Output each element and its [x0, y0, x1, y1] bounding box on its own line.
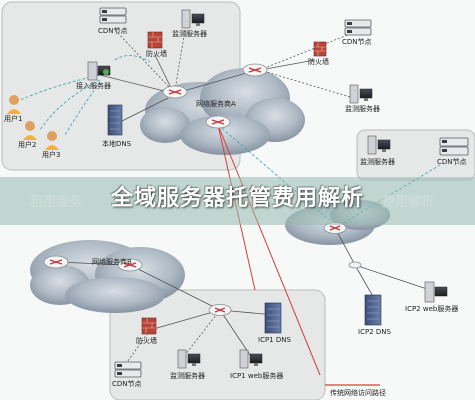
label-access-server: 接入服务器 [76, 82, 111, 90]
label-provider-b: 网络服务商B [92, 258, 132, 266]
router-icon [43, 255, 69, 269]
firewall-icon [147, 31, 163, 49]
label-monitor-bottom: 监测服务器 [170, 372, 205, 380]
dns-server-icon [264, 302, 282, 334]
web-server-icon [424, 281, 448, 303]
firewall-icon [313, 41, 327, 57]
label-cdn-top: CDN节点 [98, 27, 128, 35]
page-title: 全域服务器托管费用解析 [110, 186, 364, 211]
user-icon [23, 121, 37, 140]
router-icon [208, 304, 232, 316]
label-firewall-top: 防火墙 [146, 50, 167, 58]
legend-label: 传统网络访问路径 [330, 389, 386, 397]
label-icp2-dns: ICP2 DNS [358, 328, 391, 336]
label-monitor-right-mid: 监测服务器 [360, 158, 395, 166]
banner-ghost-text-right: 费用解析 [382, 195, 435, 210]
label-icp1-dns: ICP1 DNS [258, 336, 291, 344]
label-user3: 用户3 [42, 151, 61, 159]
cdn-node-icon [99, 7, 127, 24]
label-icp2-web: ICP2 web服务器 [405, 305, 459, 313]
label-user2: 用户2 [18, 141, 37, 149]
banner-ghost-text-left: 租用服务 [30, 195, 83, 210]
router-icon [348, 261, 362, 269]
label-icp1-web: ICP1 web服务器 [230, 372, 284, 380]
label-firewall-bottom: 防火墙 [136, 337, 157, 345]
label-firewall-right: 防火墙 [308, 58, 329, 66]
router-icon [205, 115, 231, 129]
label-monitor-right-top: 监测服务器 [345, 105, 380, 113]
dns-server-icon [364, 294, 382, 326]
cloud-provider-b [30, 240, 185, 313]
monitor-server-icon [177, 349, 201, 369]
label-cdn-right-mid: CDN节点 [437, 158, 467, 166]
monitor-server-icon [367, 135, 391, 155]
cdn-node-icon [439, 137, 469, 156]
cdn-node-icon [114, 361, 142, 378]
connection-lines [19, 29, 441, 376]
router-icon [242, 63, 268, 77]
cdn-node-icon [344, 19, 372, 36]
router-icon [162, 85, 188, 99]
label-cdn-bottom: CDN节点 [112, 380, 142, 388]
user-icon [7, 95, 21, 114]
label-user1: 用户1 [4, 115, 23, 123]
title-banner [0, 177, 475, 225]
firewall-icon [141, 317, 157, 335]
dns-server-icon [107, 104, 123, 136]
access-server-icon [87, 61, 111, 81]
label-provider-a: 网络服务商A [196, 100, 236, 108]
user-icon [45, 131, 59, 150]
label-monitor-top: 监测服务器 [172, 30, 207, 38]
label-local-dns: 本地DNS [102, 140, 132, 148]
monitor-server-icon [181, 9, 205, 29]
label-cdn-right-top: CDN节点 [342, 38, 372, 46]
monitor-server-icon [349, 84, 373, 104]
router-icon [117, 258, 143, 272]
monitor-server-icon [239, 349, 263, 369]
